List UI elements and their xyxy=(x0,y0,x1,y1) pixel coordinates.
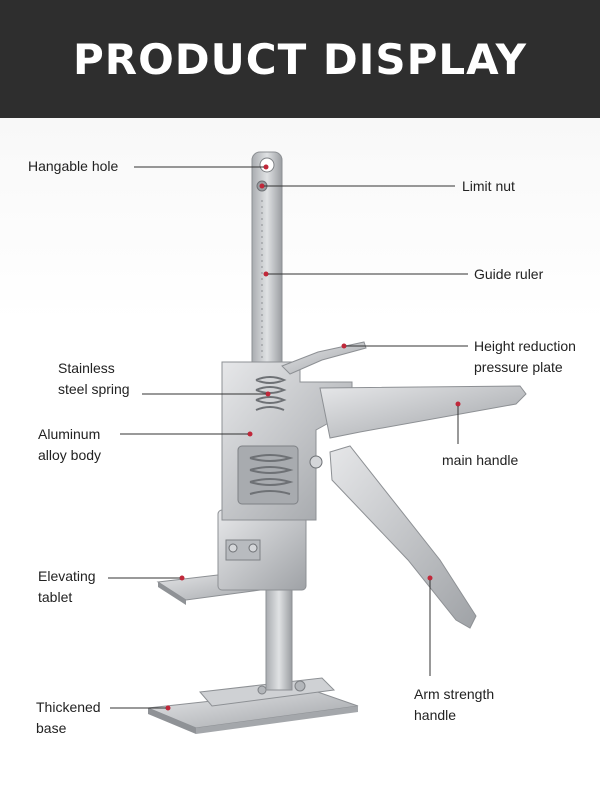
label-guide-ruler: Guide ruler xyxy=(474,266,544,282)
header-banner: PRODUCT DISPLAY xyxy=(0,0,600,118)
label-elevating-tablet: Elevating tablet xyxy=(38,568,96,605)
label-thickened-base: Thickened base xyxy=(36,699,101,736)
steel-springs xyxy=(249,376,294,495)
aluminum-body xyxy=(221,361,353,521)
callout-leader-lines xyxy=(108,166,468,709)
label-limit-nut: Limit nut xyxy=(462,178,515,194)
callout-markers xyxy=(165,164,461,711)
label-arm-strength-handle: Arm strength handle xyxy=(414,686,495,723)
pressure-plate xyxy=(281,341,367,375)
banner-title: PRODUCT DISPLAY xyxy=(72,34,528,84)
lower-body-block xyxy=(217,509,307,591)
main-handle-lever xyxy=(319,385,527,439)
thickened-base-plate xyxy=(147,677,359,734)
label-main-handle: main handle xyxy=(442,452,519,468)
label-height-reduction-pressure-plate: Height reduction pressure plate xyxy=(474,338,576,375)
label-stainless-steel-spring: Stainless steel spring xyxy=(58,360,130,397)
guide-ruler-bar xyxy=(251,151,283,403)
label-hangable-hole: Hangable hole xyxy=(28,158,119,174)
arm-strength-handle-lever xyxy=(329,445,477,629)
label-aluminum-alloy-body: Aluminum alloy body xyxy=(38,426,102,463)
